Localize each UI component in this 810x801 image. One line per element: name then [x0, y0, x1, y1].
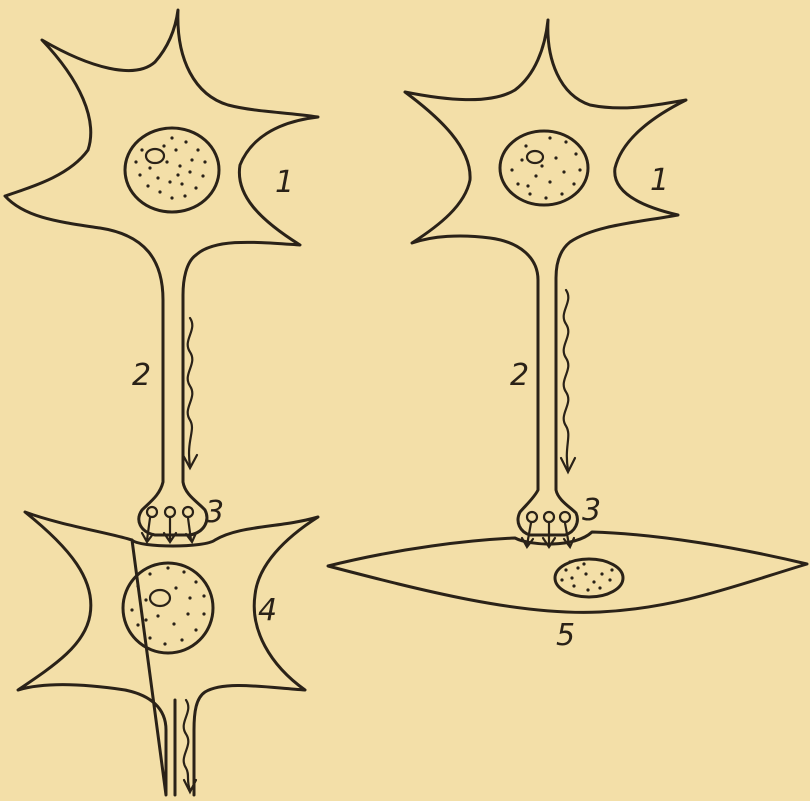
muscle-cell-nucleus: [555, 559, 623, 597]
left-neuron-1-nucleus: [125, 128, 219, 212]
postsynaptic-neuron-4: [18, 512, 318, 795]
label-left-synapse: 3: [205, 495, 224, 530]
label-left-cell-body: 1: [275, 165, 294, 200]
label-postsynaptic-neuron: 4: [258, 593, 277, 628]
neuron-4-nucleus: [123, 563, 213, 653]
right-neuron-1-nucleus: [500, 131, 588, 205]
label-left-axon: 2: [132, 358, 151, 393]
neuron-4-impulse-wave: [184, 700, 190, 790]
right-presynaptic-neuron: [405, 20, 686, 535]
right-axon-impulse-wave: [564, 290, 569, 470]
muscle-cell-5: [328, 532, 807, 612]
left-synapse: [142, 507, 196, 542]
label-right-axon: 2: [510, 358, 529, 393]
left-axon-impulse-wave: [188, 318, 193, 466]
label-muscle-cell: 5: [556, 618, 575, 653]
label-right-cell-body: 1: [650, 163, 669, 198]
left-presynaptic-neuron: [5, 10, 318, 535]
label-right-synapse: 3: [582, 493, 601, 528]
